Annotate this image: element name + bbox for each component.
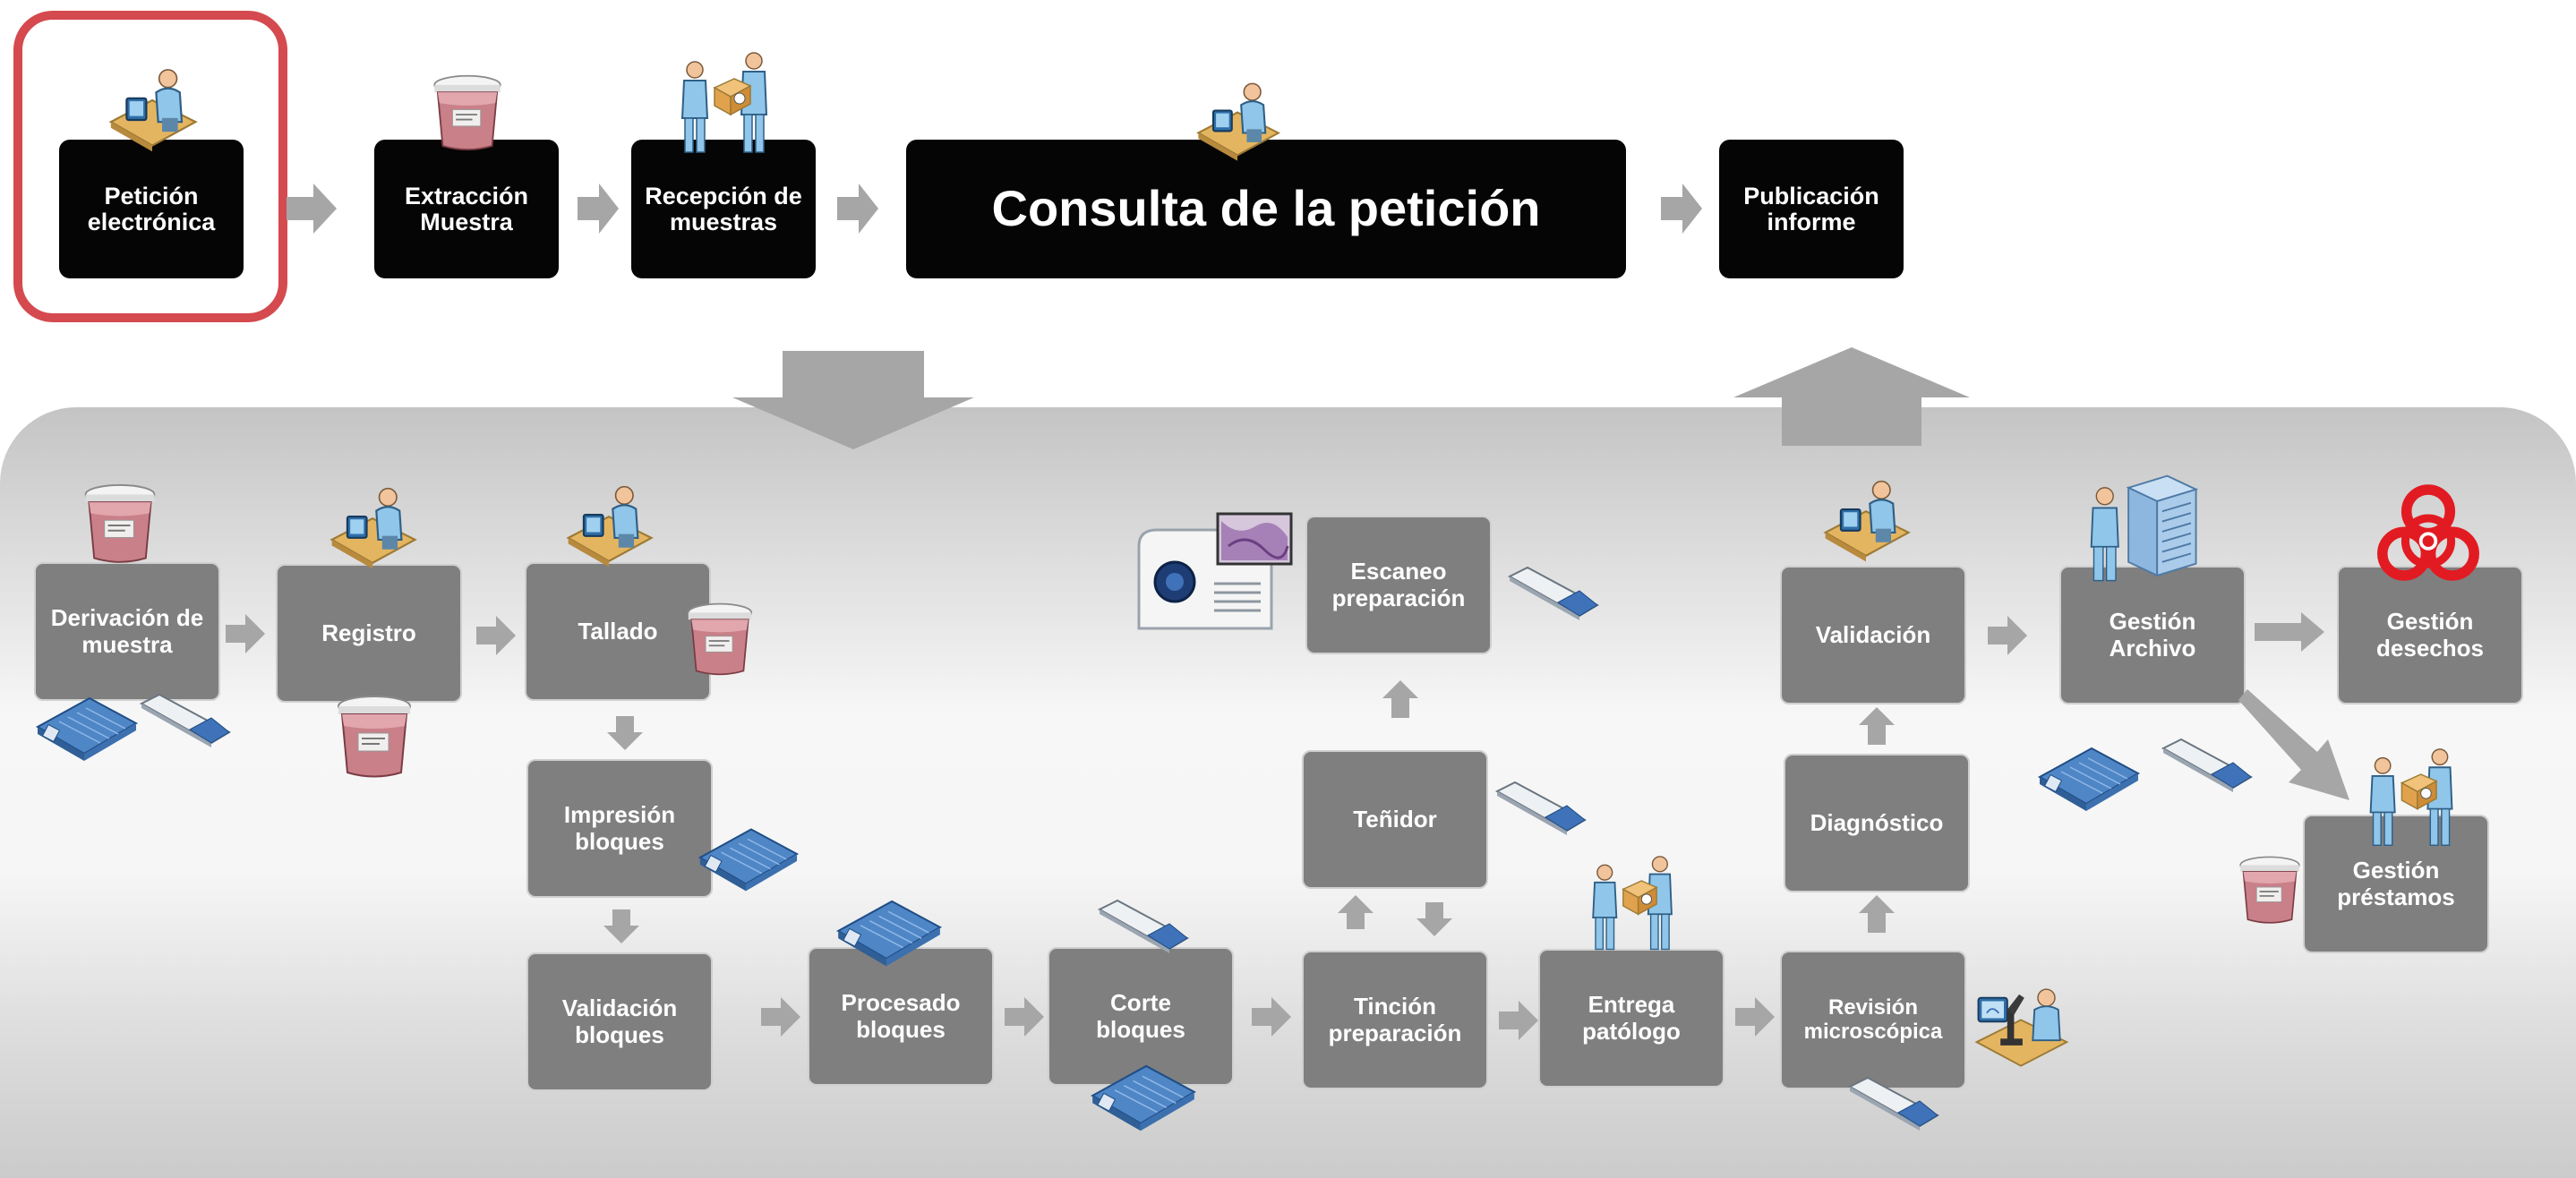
people-handover-icon xyxy=(2360,748,2464,852)
step-publicacion-informe[interactable]: Publicación informe xyxy=(1719,140,1904,278)
arrow-down-large xyxy=(732,351,974,449)
step-gestion-prestamos[interactable]: Gestión préstamos xyxy=(2303,815,2489,953)
tissue-cassette-icon xyxy=(833,893,944,969)
arrow-right xyxy=(837,184,878,234)
step-extraccion-muestra[interactable]: Extracción Muestra xyxy=(374,140,559,278)
arrow-right xyxy=(761,997,800,1037)
microscope-workstation-icon xyxy=(1970,976,2072,1078)
step-peticion-electronica[interactable]: Petición electrónica xyxy=(59,140,244,278)
arrow-up-large xyxy=(1733,347,1970,446)
specimen-jar-icon xyxy=(329,689,419,788)
step-validacion-bloques[interactable]: Validación bloques xyxy=(526,952,713,1091)
step-derivacion-muestra[interactable]: Derivación de muestra xyxy=(34,562,220,701)
arrow-right xyxy=(578,184,619,234)
glass-slide-icon xyxy=(2158,734,2256,797)
glass-slide-icon xyxy=(1492,777,1590,840)
step-tincion-preparacion[interactable]: Tinción preparación xyxy=(1302,951,1488,1089)
slide-scanner-icon xyxy=(1121,510,1300,644)
step-tenidor[interactable]: Teñidor xyxy=(1302,750,1488,889)
specimen-jar-icon xyxy=(77,478,163,573)
arrow-diagonal xyxy=(2238,689,2349,800)
arrow-right xyxy=(2255,612,2324,652)
arrow-right xyxy=(226,614,265,653)
specimen-jar-icon xyxy=(680,598,759,684)
arrow-up xyxy=(1338,895,1374,929)
arrow-up xyxy=(1859,707,1895,745)
arrow-down xyxy=(603,909,639,943)
step-validacion[interactable]: Validación xyxy=(1780,566,1966,704)
step-diagnostico[interactable]: Diagnóstico xyxy=(1784,754,1970,892)
arrow-right xyxy=(476,616,516,655)
arrow-up xyxy=(1382,680,1418,718)
people-handover-icon xyxy=(672,52,779,159)
step-procesado-bloques[interactable]: Procesado bloques xyxy=(808,947,994,1086)
arrow-right xyxy=(1499,1001,1538,1040)
step-entrega-patologo[interactable]: Entrega patólogo xyxy=(1538,949,1724,1088)
biohazard-icon xyxy=(2371,482,2486,596)
tissue-cassette-icon xyxy=(695,822,800,893)
arrow-right xyxy=(287,184,337,234)
step-revision-microscopica[interactable]: Revisión microscópica xyxy=(1780,951,1966,1089)
glass-slide-icon xyxy=(1844,1072,1943,1135)
arrow-right xyxy=(1735,997,1775,1037)
arrow-down xyxy=(1416,902,1452,936)
step-recepcion-muestras[interactable]: Recepción de muestras xyxy=(631,140,816,278)
step-impresion-bloques[interactable]: Impresión bloques xyxy=(526,759,713,898)
tissue-cassette-icon xyxy=(1087,1058,1198,1133)
user-at-computer-icon xyxy=(103,61,201,159)
step-gestion-desechos[interactable]: Gestión desechos xyxy=(2337,566,2523,704)
step-consulta-peticion[interactable]: Consulta de la petición xyxy=(906,140,1626,278)
tissue-cassette-icon xyxy=(2034,741,2142,813)
glass-slide-icon xyxy=(1094,895,1193,958)
user-at-computer-icon xyxy=(324,480,421,576)
arrow-right xyxy=(1661,184,1702,234)
step-escaneo-preparacion[interactable]: Escaneo preparación xyxy=(1305,516,1492,654)
specimen-jar-icon xyxy=(426,70,509,159)
arrow-down xyxy=(607,716,643,750)
arrow-right xyxy=(1252,997,1291,1037)
step-registro[interactable]: Registro xyxy=(276,564,462,703)
glass-slide-icon xyxy=(1504,562,1603,625)
user-at-computer-icon xyxy=(1818,473,1914,569)
user-at-computer-icon xyxy=(561,478,657,575)
people-handover-icon xyxy=(1583,856,1683,956)
current-step-highlight xyxy=(13,11,287,322)
arrow-right xyxy=(1005,997,1044,1037)
user-at-computer-icon xyxy=(1191,75,1284,168)
glass-slide-icon xyxy=(136,689,235,752)
tissue-cassette-icon xyxy=(32,691,140,763)
arrow-right xyxy=(1988,616,2027,655)
specimen-jar-icon xyxy=(2233,850,2306,933)
arrow-up xyxy=(1859,895,1895,933)
archive-server-icon xyxy=(2086,471,2204,589)
